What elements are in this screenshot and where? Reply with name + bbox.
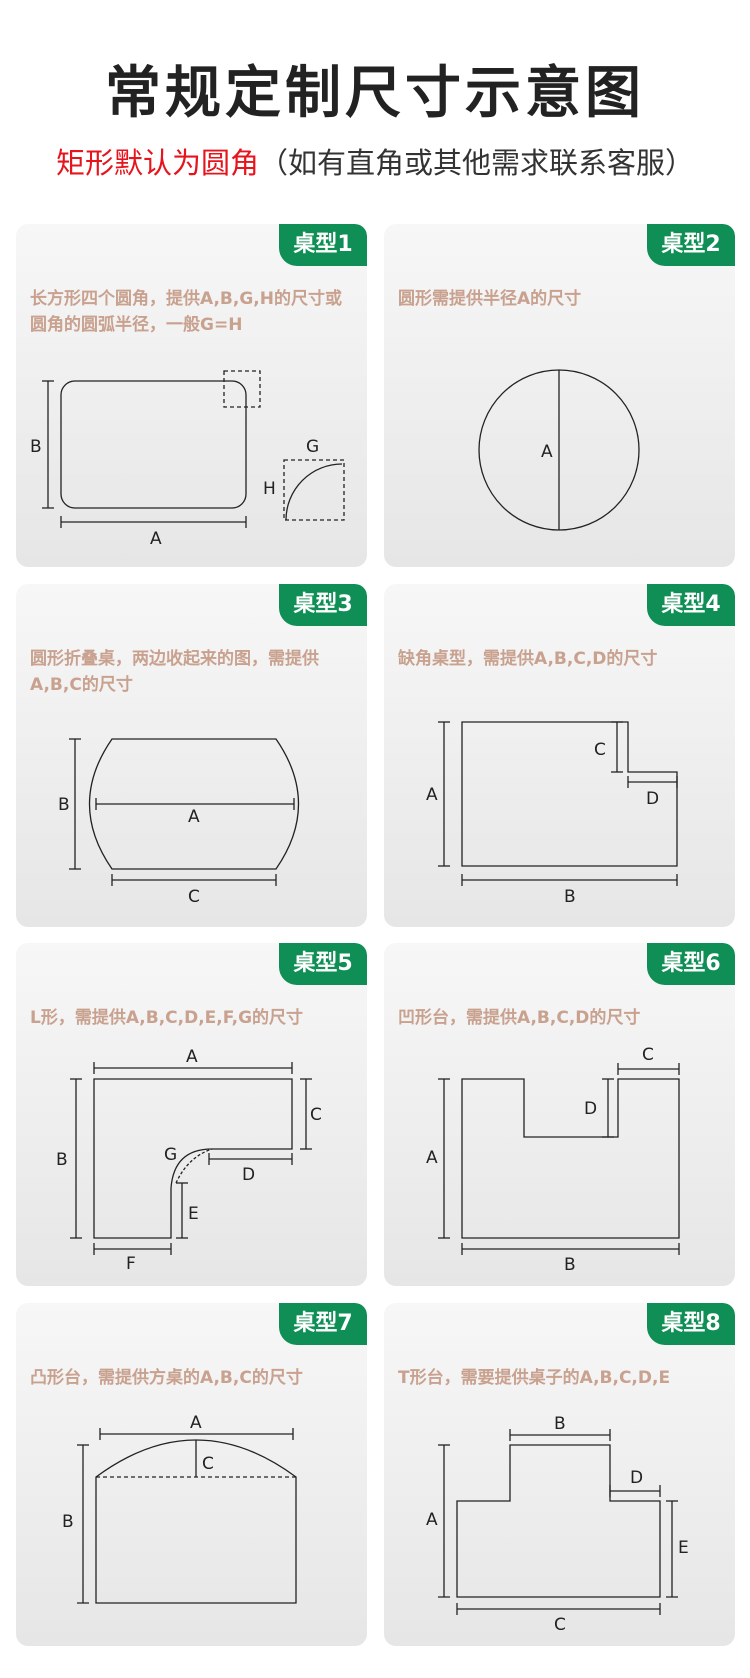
label-B: B [564,1255,576,1275]
label-A: A [426,785,438,805]
card-table-type-1: 桌型1 长方形四个圆角，提供A,B,G,H的尺寸或圆角的圆弧半径，一般G=H B… [16,224,367,567]
card-description: L形，需提供A,B,C,D,E,F,G的尺寸 [30,1008,304,1028]
label-D: D [242,1165,255,1185]
diagram-notched-table: A B C D [426,721,678,907]
label-G: G [306,437,319,457]
card-badge: 桌型7 [279,1303,367,1345]
label-A: A [426,1148,438,1168]
subtitle-note: （如有直角或其他需求联系客服） [259,146,695,180]
label-E: E [678,1538,689,1558]
card-description: 圆形折叠桌，两边收起来的图，需提供A,B,C的尺寸 [30,649,319,695]
label-D: D [630,1468,643,1488]
diagram-l-shaped-table: A B C D E F G [56,1047,322,1274]
card-description: 缺角桌型，需提供A,B,C,D的尺寸 [398,649,658,669]
label-G: G [164,1145,177,1165]
page-subtitle: 矩形默认为圆角（如有直角或其他需求联系客服） [0,140,750,182]
label-A: A [188,807,200,827]
label-B: B [30,437,42,457]
card-badge: 桌型8 [647,1303,735,1345]
card-table-type-3: 桌型3 圆形折叠桌，两边收起来的图，需提供A,B,C的尺寸 B A C [16,584,367,927]
card-description: 长方形四个圆角，提供A,B,G,H的尺寸或圆角的圆弧半径，一般G=H [30,289,342,335]
label-B: B [56,1150,68,1170]
diagram-convex-table: A B C [62,1413,297,1604]
card-badge: 桌型3 [279,584,367,626]
label-C: C [202,1454,214,1474]
card-table-type-8: 桌型8 T形台，需要提供桌子的A,B,C,D,E B A C D E [384,1303,735,1646]
label-D: D [646,789,659,809]
diagram-circle: A [478,369,640,531]
label-C: C [554,1615,566,1635]
label-A: A [186,1047,198,1067]
label-C: C [188,887,200,907]
label-B: B [58,795,70,815]
diagram-t-shaped-table: B A C D E [426,1414,689,1635]
label-C: C [310,1105,322,1125]
label-B: B [62,1512,74,1532]
card-table-type-2: 桌型2 圆形需提供半径A的尺寸 A [384,224,735,567]
card-badge: 桌型6 [647,943,735,985]
label-A: A [190,1413,202,1433]
card-description: 凸形台，需提供方桌的A,B,C的尺寸 [30,1368,303,1388]
label-F: F [126,1254,136,1274]
subtitle-highlight: 矩形默认为圆角 [55,146,259,180]
label-A: A [541,442,553,462]
card-table-type-4: 桌型4 缺角桌型，需提供A,B,C,D的尺寸 A B C D [384,584,735,927]
label-D: D [584,1099,597,1119]
label-B: B [564,887,576,907]
card-table-type-6: 桌型6 凹形台，需提供A,B,C,D的尺寸 A B C D [384,943,735,1286]
label-H: H [263,479,276,499]
diagram-concave-table: A B C D [426,1045,680,1275]
card-table-type-7: 桌型7 凸形台，需提供方桌的A,B,C的尺寸 A B C [16,1303,367,1646]
diagram-folding-round-table: B A C [58,738,300,907]
card-badge: 桌型5 [279,943,367,985]
card-badge: 桌型1 [279,224,367,266]
card-description: 圆形需提供半径A的尺寸 [398,289,582,309]
page-title: 常规定制尺寸示意图 [105,61,645,126]
label-C: C [642,1045,654,1065]
card-badge: 桌型4 [647,584,735,626]
label-E: E [188,1204,199,1224]
label-A: A [426,1510,438,1530]
card-description: 凹形台，需提供A,B,C,D的尺寸 [398,1008,641,1028]
card-description: T形台，需要提供桌子的A,B,C,D,E [398,1368,671,1388]
card-badge: 桌型2 [647,224,735,266]
label-B: B [554,1414,566,1434]
card-table-type-5: 桌型5 L形，需提供A,B,C,D,E,F,G的尺寸 A B C [16,943,367,1286]
label-A: A [150,529,162,549]
label-C: C [594,740,606,760]
diagram-rounded-rectangle: B A G H [30,370,345,549]
